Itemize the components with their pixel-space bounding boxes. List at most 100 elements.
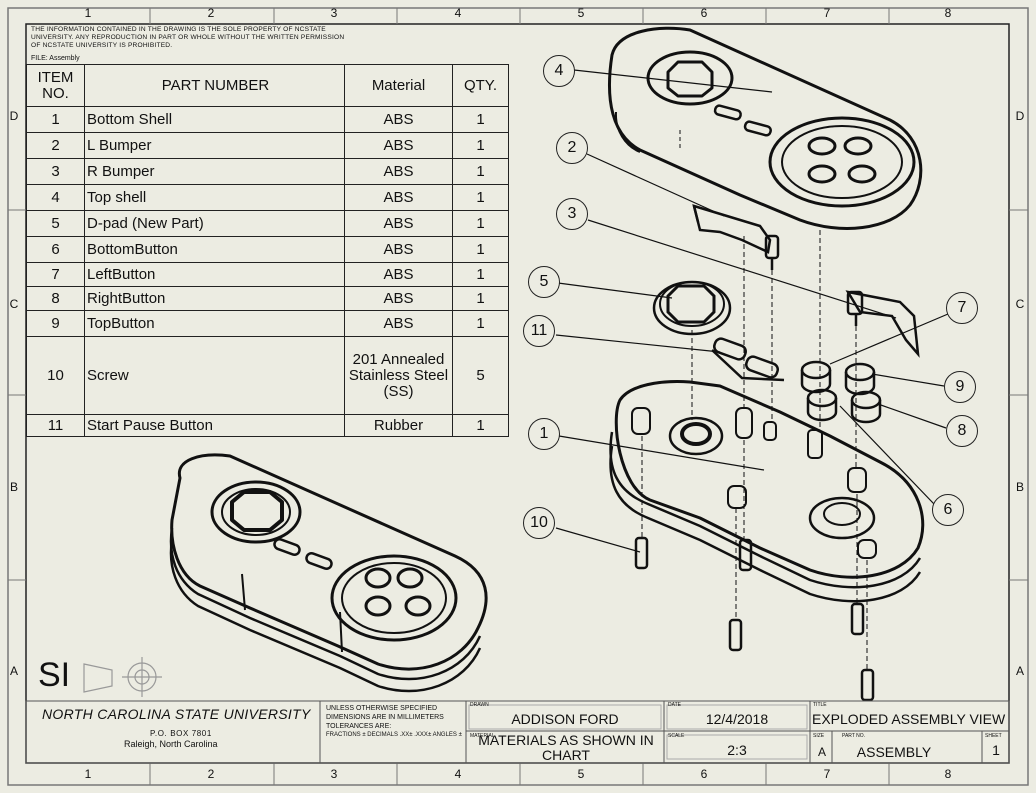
bom-item: 1: [26, 106, 85, 133]
bom-header-qty: QTY.: [452, 64, 509, 107]
bom-item: 8: [26, 286, 85, 311]
bom-part: TopButton: [84, 310, 345, 337]
sheet-number: 1: [992, 742, 1000, 758]
date-label: DATE: [668, 702, 681, 708]
bom-material: ABS: [344, 158, 453, 185]
bom-part: R Bumper: [84, 158, 345, 185]
scale-label: SCALE: [668, 733, 685, 739]
bom-material: 201 Annealed Stainless Steel (SS): [344, 336, 453, 415]
row-label-d: D: [9, 109, 19, 123]
property-notice: THE INFORMATION CONTAINED IN THE DRAWING…: [31, 26, 345, 49]
bom-item: 10: [26, 336, 85, 415]
row-label-a: A: [9, 664, 18, 678]
balloon-8: 8: [946, 415, 978, 447]
part-r-bumper: [845, 290, 920, 358]
bom-item: 2: [26, 132, 85, 159]
row-label-b: B: [9, 480, 18, 494]
col-label-8-bottom: 8: [944, 767, 952, 781]
part-face-buttons: [800, 360, 882, 424]
table-row: 1 Bottom Shell ABS 1: [26, 106, 509, 133]
address-line-1: P.O. BOX 7801: [150, 729, 212, 738]
bom-item: 4: [26, 184, 85, 211]
bom-material: ABS: [344, 184, 453, 211]
table-row: 11 Start Pause Button Rubber 1: [26, 414, 509, 437]
col-label-4-bottom: 4: [454, 767, 462, 781]
bom-item: 5: [26, 210, 85, 237]
university-name: NORTH CAROLINA STATE UNIVERSITY: [42, 706, 311, 722]
bom-qty: 1: [452, 286, 509, 311]
column-ticks: [8, 8, 1028, 785]
col-label-2: 2: [207, 6, 215, 20]
part-screws: [634, 536, 875, 702]
bom-part: RightButton: [84, 286, 345, 311]
bom-qty: 1: [452, 414, 509, 437]
table-row: 10 Screw 201 Annealed Stainless Steel (S…: [26, 336, 509, 415]
balloon-4: 4: [543, 55, 575, 87]
drawn-label: DRAWN: [470, 702, 489, 708]
balloon-6: 6: [932, 494, 964, 526]
file-label: FILE: Assembly: [31, 55, 80, 62]
bom-material: ABS: [344, 262, 453, 287]
balloon-7: 7: [946, 292, 978, 324]
part-start-pause: [711, 337, 785, 382]
bom-material: ABS: [344, 310, 453, 337]
row-label-c-right: C: [1015, 297, 1025, 311]
row-label-b-right: B: [1015, 480, 1024, 494]
col-label-2-bottom: 2: [207, 767, 215, 781]
col-label-6: 6: [700, 6, 708, 20]
balloon-5: 5: [528, 266, 560, 298]
bom-header-row: ITEM NO. PART NUMBER Material QTY.: [26, 64, 509, 107]
size-value: A: [817, 745, 826, 759]
tolerance-note: UNLESS OTHERWISE SPECIFIED DIMENSIONS AR…: [326, 705, 444, 730]
address-line-2: Raleigh, North Carolina: [124, 739, 218, 749]
col-label-1: 1: [84, 6, 92, 20]
col-label-8: 8: [944, 6, 952, 20]
leader-lines: [555, 69, 949, 553]
row-label-c: C: [9, 297, 19, 311]
bom-part: Top shell: [84, 184, 345, 211]
part-number: ASSEMBLY: [856, 744, 932, 760]
balloon-2: 2: [556, 132, 588, 164]
table-row: 4 Top shell ABS 1: [26, 184, 509, 211]
bom-qty: 1: [452, 132, 509, 159]
bom-part: Start Pause Button: [84, 414, 345, 437]
bom-qty: 1: [452, 106, 509, 133]
part-bottom-shell: [609, 380, 925, 603]
row-label-d-right: D: [1015, 109, 1025, 123]
bom-material: ABS: [344, 236, 453, 263]
balloon-1: 1: [528, 418, 560, 450]
part-d-pad: [652, 280, 732, 336]
bom-qty: 1: [452, 262, 509, 287]
row-label-a-right: A: [1015, 664, 1024, 678]
title-label: TITLE: [813, 702, 827, 708]
projection-symbol: [83, 657, 162, 697]
col-label-7: 7: [823, 6, 831, 20]
part-top-shell: [608, 26, 923, 230]
bom-item: 11: [26, 414, 85, 437]
bom-part: BottomButton: [84, 236, 345, 263]
bom-item: 9: [26, 310, 85, 337]
bom-header-part: PART NUMBER: [84, 64, 345, 107]
bom-item: 3: [26, 158, 85, 185]
bom-part: LeftButton: [84, 262, 345, 287]
balloon-3: 3: [556, 198, 588, 230]
tolerance-values: FRACTIONS ± DECIMALS .XX± .XXX± ANGLES ±: [326, 732, 462, 738]
bom-material: ABS: [344, 286, 453, 311]
bom-qty: 1: [452, 236, 509, 263]
balloon-11: 11: [523, 315, 555, 347]
assembled-controller: [169, 453, 488, 693]
bom-material: ABS: [344, 106, 453, 133]
part-no-label: PART NO.: [842, 733, 866, 739]
bom-material: ABS: [344, 210, 453, 237]
size-label: SIZE: [813, 733, 825, 739]
units-mark: SI: [38, 656, 71, 694]
table-row: 9 TopButton ABS 1: [26, 310, 509, 337]
sheet-label: SHEET: [985, 733, 1002, 739]
bom-qty: 1: [452, 310, 509, 337]
table-row: 6 BottomButton ABS 1: [26, 236, 509, 263]
col-label-3: 3: [330, 6, 338, 20]
table-row: 3 R Bumper ABS 1: [26, 158, 509, 185]
scale-value: 2:3: [727, 742, 747, 758]
table-row: 8 RightButton ABS 1: [26, 286, 509, 311]
